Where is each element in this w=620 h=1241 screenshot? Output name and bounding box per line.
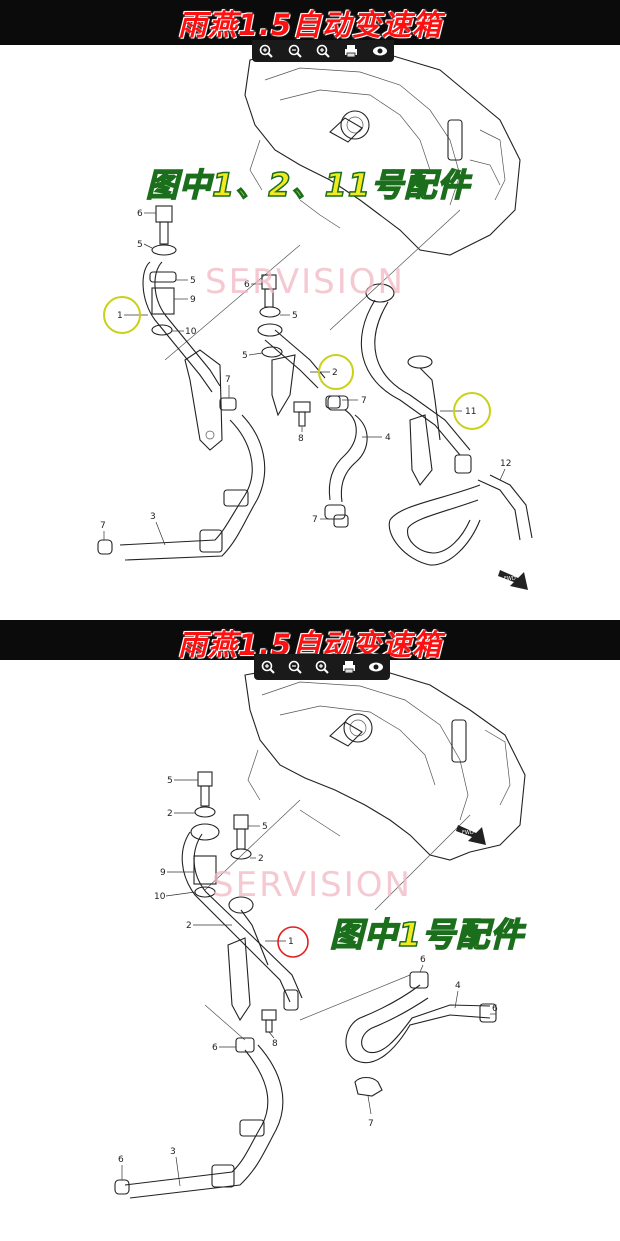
diagram-panel-2: FWD 5 2 5 9 2 10 2 1 6 4 6 8 bbox=[0, 620, 620, 1241]
part-number: 10 bbox=[185, 327, 197, 337]
viewer-toolbar bbox=[254, 654, 390, 680]
diagram-panel-1: FWD 6 5 5 9 10 1 6 5 5 2 7 8 bbox=[0, 0, 620, 610]
part-number: 6 bbox=[492, 1004, 498, 1014]
part-number: 8 bbox=[272, 1039, 278, 1049]
zoom-reset-icon[interactable] bbox=[314, 42, 332, 60]
assembly-line bbox=[374, 814, 471, 911]
viewer-toolbar bbox=[252, 40, 394, 62]
title-bar: 雨燕1.5自动变速箱 bbox=[0, 620, 620, 662]
watermark: SERVISION bbox=[205, 262, 405, 302]
zoom-out-icon[interactable] bbox=[286, 658, 304, 676]
fwd-arrow: FWD bbox=[456, 825, 486, 845]
clamp-7 bbox=[354, 1076, 383, 1097]
part-number: 7 bbox=[225, 375, 231, 385]
part-number: 1 bbox=[117, 311, 123, 321]
transmission-housing bbox=[244, 664, 526, 861]
highlight-circle-part-1 bbox=[277, 926, 309, 958]
part-number: 4 bbox=[455, 981, 461, 991]
part-labels: 6 5 5 9 10 1 6 5 5 2 7 8 7 4 bbox=[100, 209, 511, 546]
part-number: 5 bbox=[190, 276, 196, 286]
hose-3 bbox=[114, 1037, 284, 1199]
highlight-circle-part-2 bbox=[318, 354, 354, 390]
part-number: 4 bbox=[385, 433, 391, 443]
page-title: 雨燕1.5自动变速箱 bbox=[177, 8, 443, 42]
hose-3 bbox=[97, 414, 266, 561]
oil-pipe-1 bbox=[181, 831, 303, 1022]
bolt-8 bbox=[293, 401, 311, 427]
watermark: SERVISION bbox=[212, 865, 412, 905]
print-icon[interactable] bbox=[340, 658, 358, 676]
part-number: 6 bbox=[137, 209, 143, 219]
hose-4 bbox=[324, 395, 368, 520]
highlight-circle-part-11 bbox=[453, 392, 491, 430]
part-labels: 5 2 5 9 2 10 2 1 6 4 6 8 6 7 bbox=[118, 776, 498, 1187]
part-number: 6 bbox=[118, 1155, 124, 1165]
clamp bbox=[219, 397, 237, 411]
zoom-out-icon[interactable] bbox=[286, 42, 304, 60]
part-number: 2 bbox=[332, 368, 338, 378]
callout-text: 图中1号配件 bbox=[329, 914, 524, 955]
zoom-reset-icon[interactable] bbox=[313, 658, 331, 676]
clamp bbox=[333, 514, 349, 528]
zoom-in-icon[interactable] bbox=[257, 42, 275, 60]
transmission-housing bbox=[244, 47, 521, 256]
part-number: 5 bbox=[292, 311, 298, 321]
part-number: 6 bbox=[244, 280, 250, 290]
oil-pipe-1 bbox=[142, 205, 223, 451]
part-number: 9 bbox=[190, 295, 196, 305]
part-number: 12 bbox=[500, 459, 511, 469]
part-number: 8 bbox=[298, 434, 304, 444]
fwd-label: FWD bbox=[462, 830, 474, 836]
print-icon[interactable] bbox=[342, 42, 360, 60]
zoom-in-icon[interactable] bbox=[259, 658, 277, 676]
part-number: 7 bbox=[100, 521, 106, 531]
part-number: 6 bbox=[212, 1043, 218, 1053]
hose-12 bbox=[388, 474, 533, 566]
part-number: 2 bbox=[258, 854, 264, 864]
part-number: 5 bbox=[167, 776, 173, 786]
part-number: 10 bbox=[154, 892, 166, 902]
part-number: 2 bbox=[186, 921, 192, 931]
part-number: 3 bbox=[170, 1147, 176, 1157]
assembly-line bbox=[164, 244, 301, 361]
assembly-line bbox=[329, 209, 461, 331]
fwd-arrow: FWD bbox=[498, 570, 528, 590]
hose-4 bbox=[345, 971, 497, 1064]
part-number: 7 bbox=[368, 1119, 374, 1129]
part-number: 11 bbox=[465, 407, 476, 417]
part-number: 9 bbox=[160, 868, 166, 878]
part-number: 5 bbox=[262, 822, 268, 832]
part-number: 5 bbox=[242, 351, 248, 361]
part-number: 2 bbox=[167, 809, 173, 819]
assembly-line bbox=[204, 1004, 246, 1041]
transmission-diagram-1: FWD 6 5 5 9 10 1 6 5 5 2 7 8 bbox=[97, 47, 533, 590]
fwd-label: FWD bbox=[504, 576, 516, 582]
view-icon[interactable] bbox=[367, 658, 385, 676]
part-number: 3 bbox=[150, 512, 156, 522]
part-number: 1 bbox=[288, 937, 294, 947]
title-bar: 雨燕1.5自动变速箱 bbox=[0, 0, 620, 45]
clamp bbox=[325, 395, 341, 409]
assembly-line bbox=[204, 799, 301, 891]
transmission-diagram-2: FWD 5 2 5 9 2 10 2 1 6 4 6 8 bbox=[114, 664, 526, 1199]
part-number: 5 bbox=[137, 240, 143, 250]
part-number: 7 bbox=[312, 515, 318, 525]
oil-pipe-11 bbox=[360, 283, 472, 486]
view-icon[interactable] bbox=[371, 42, 389, 60]
assembly-line bbox=[299, 974, 411, 1021]
highlight-circle-part-1 bbox=[103, 296, 141, 334]
oil-pipe-2 bbox=[257, 274, 326, 417]
callout-text: 图中1、2、11号配件 bbox=[145, 165, 471, 205]
bolt-8 bbox=[261, 1009, 277, 1033]
part-number: 6 bbox=[420, 955, 426, 965]
part-number: 7 bbox=[361, 396, 367, 406]
